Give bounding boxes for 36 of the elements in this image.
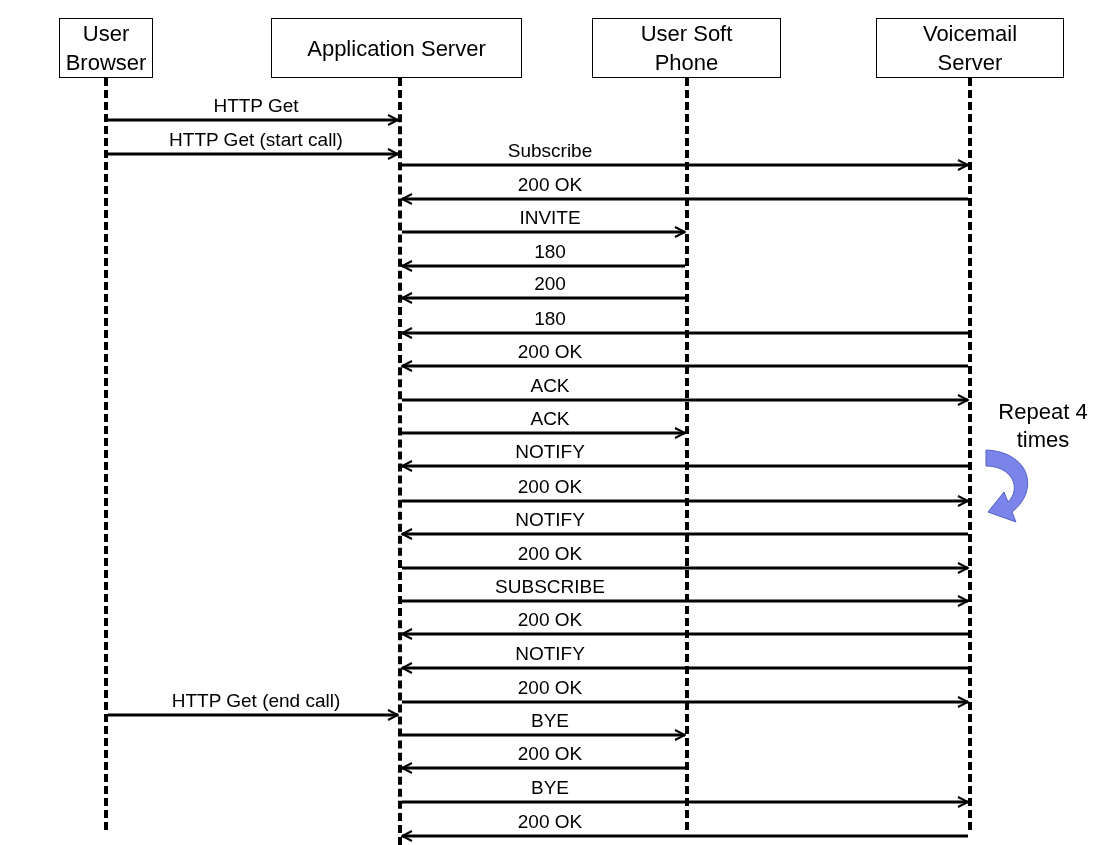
arrow — [402, 159, 969, 171]
participant-box — [876, 18, 1064, 78]
participant-name: Voicemail Server — [921, 20, 1019, 77]
arrow — [401, 628, 968, 640]
arrow — [401, 460, 968, 472]
participant-name: Application Server — [307, 34, 486, 63]
arrow — [402, 796, 969, 808]
arrow — [108, 709, 399, 721]
arrow — [401, 327, 968, 339]
arrow — [401, 762, 685, 774]
participant-name: User Soft Phone — [639, 20, 734, 77]
lifeline — [104, 78, 108, 830]
arrow — [402, 729, 686, 741]
arrow — [108, 114, 399, 126]
participant-box — [271, 18, 522, 78]
participant-box — [592, 18, 781, 78]
arrow — [402, 696, 969, 708]
arrow — [401, 260, 685, 272]
arrow — [401, 193, 968, 205]
arrow — [402, 427, 686, 439]
note-text: Repeat 4 times — [997, 398, 1089, 454]
arrow — [401, 830, 968, 842]
arrow — [108, 148, 399, 160]
arrow — [401, 292, 685, 304]
arrow — [402, 495, 969, 507]
arrow — [401, 360, 968, 372]
lifeline — [968, 78, 972, 830]
lifeline — [398, 78, 402, 845]
lifeline — [685, 78, 689, 830]
participant-name: User Browser — [64, 20, 148, 77]
arrow — [401, 528, 968, 540]
arrow — [402, 226, 686, 238]
arrow — [402, 394, 969, 406]
arrow — [402, 595, 969, 607]
arrow — [401, 662, 968, 674]
arrow — [402, 562, 969, 574]
